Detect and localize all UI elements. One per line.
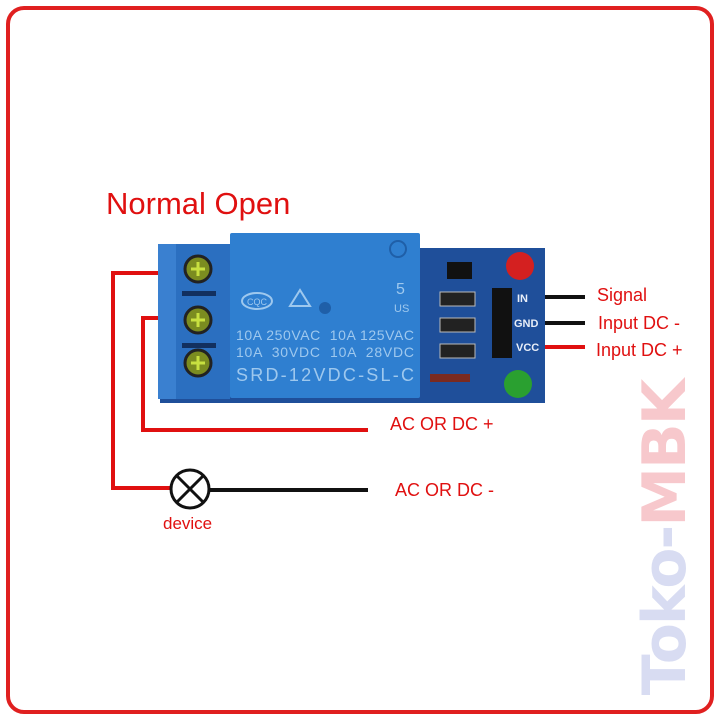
wire-com-red <box>141 316 368 432</box>
title-normal-open: Normal Open <box>106 186 291 221</box>
status-led <box>504 370 532 398</box>
power-led <box>506 252 534 280</box>
device-lamp-icon <box>169 468 211 510</box>
relay-number: 5 <box>396 281 405 298</box>
relay-brand: CQC <box>247 297 268 307</box>
relay-model: SRD-12VDC-SL-C <box>236 365 414 385</box>
label-input-dc-pos: Input DC + <box>596 340 683 360</box>
label-ac-dc-pos: AC OR DC + <box>390 414 494 434</box>
transistor <box>447 262 472 279</box>
header-pins <box>492 288 512 358</box>
silk-gnd: GND <box>514 318 539 330</box>
terminal-block <box>158 244 230 399</box>
relay-body <box>230 233 420 398</box>
label-signal: Signal <box>597 285 648 305</box>
silk-in: IN <box>517 293 528 305</box>
label-input-dc-neg: Input DC - <box>598 313 681 333</box>
label-ac-dc-neg: AC OR DC - <box>395 480 494 500</box>
relay-ul: US <box>394 303 409 315</box>
resistors <box>439 291 476 359</box>
relay-rating-ac: 10A 250VAC 10A 125VAC <box>236 327 414 343</box>
label-device: device <box>163 514 213 533</box>
silk-vcc: VCC <box>516 342 539 354</box>
wire-nc-red <box>111 271 172 490</box>
red-frame <box>6 6 714 714</box>
relay-rating-dc: 10A 30VDC 10A 28VDC <box>236 344 414 360</box>
diode <box>430 374 470 382</box>
